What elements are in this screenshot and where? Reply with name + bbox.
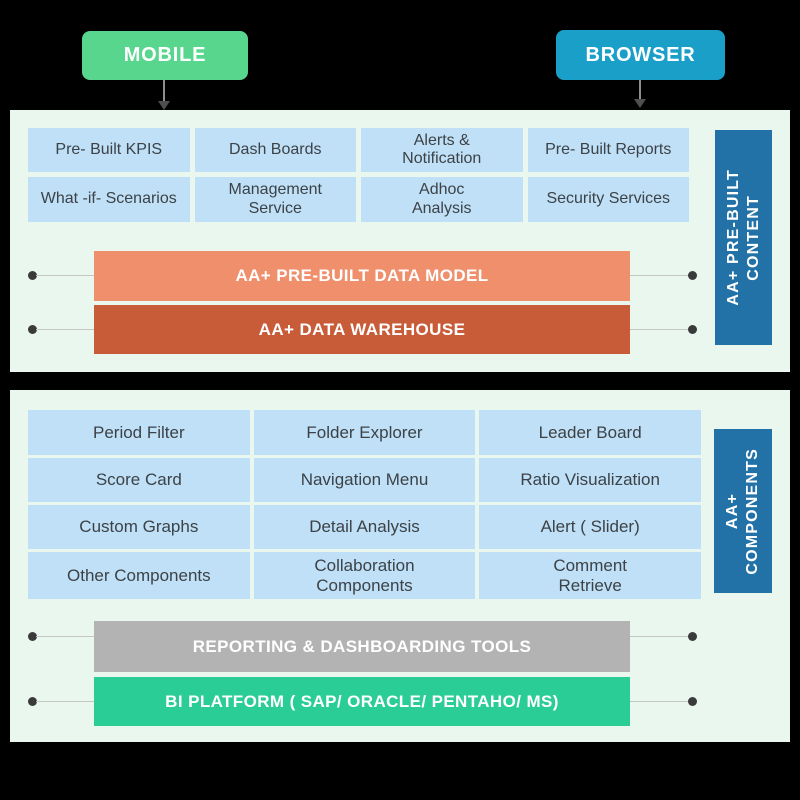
- arrow-down-icon: [158, 101, 170, 110]
- banner-text-line1: AA+: [724, 492, 741, 530]
- component-cell-period-filter[interactable]: Period Filter: [28, 410, 250, 455]
- banner-text-line2: CONTENT: [744, 194, 762, 281]
- connector-line: [36, 636, 94, 637]
- browser-button[interactable]: BROWSER: [556, 30, 725, 80]
- prebuilt-content-banner: AA+ PRE-BUILT CONTENT: [715, 130, 772, 345]
- components-grid: Period Filter Folder Explorer Leader Boa…: [28, 410, 701, 599]
- connector-dot: [28, 325, 37, 334]
- feature-cell-what-if-scenarios[interactable]: What -if- Scenarios: [28, 177, 190, 222]
- banner-text-line1: AA+ PRE-BUILT: [724, 169, 742, 306]
- feature-cell-adhoc-analysis[interactable]: Adhoc Analysis: [361, 177, 523, 222]
- connector-line: [36, 329, 94, 330]
- connector-dot: [688, 325, 697, 334]
- arrow-down-icon: [634, 99, 646, 108]
- mobile-button[interactable]: MOBILE: [82, 31, 248, 80]
- connector-dot: [28, 271, 37, 280]
- component-cell-comment-retrieve[interactable]: Comment Retrieve: [479, 552, 701, 599]
- feature-cell-alerts-notification[interactable]: Alerts & Notification: [361, 128, 523, 172]
- connector-line: [630, 636, 688, 637]
- connector-line: [630, 275, 688, 276]
- feature-cell-prebuilt-reports[interactable]: Pre- Built Reports: [527, 128, 689, 172]
- prebuilt-content-panel: Pre- Built KPIS Dash Boards Alerts & Not…: [10, 110, 790, 372]
- component-cell-folder-explorer[interactable]: Folder Explorer: [253, 410, 476, 455]
- feature-cell-dash-boards[interactable]: Dash Boards: [194, 128, 356, 172]
- component-cell-ratio-visualization[interactable]: Ratio Visualization: [479, 458, 701, 502]
- connector-dot: [688, 632, 697, 641]
- component-cell-collaboration-components[interactable]: Collaboration Components: [253, 552, 476, 599]
- reporting-tools-bar[interactable]: REPORTING & DASHBOARDING TOOLS: [94, 621, 630, 672]
- connector-line: [36, 701, 94, 702]
- connector-dot: [688, 271, 697, 280]
- connector-line: [36, 275, 94, 276]
- component-cell-other-components[interactable]: Other Components: [28, 552, 250, 599]
- feature-cell-management-service[interactable]: Management Service: [194, 177, 356, 222]
- components-banner: AA+ COMPONENTS: [714, 429, 772, 593]
- component-cell-leader-board[interactable]: Leader Board: [479, 410, 701, 455]
- feature-cell-prebuilt-kpis[interactable]: Pre- Built KPIS: [28, 128, 190, 172]
- component-cell-custom-graphs[interactable]: Custom Graphs: [28, 505, 250, 549]
- connector-dot: [28, 697, 37, 706]
- connector-dot: [28, 632, 37, 641]
- browser-connector-line: [639, 80, 641, 100]
- component-cell-score-card[interactable]: Score Card: [28, 458, 250, 502]
- component-cell-navigation-menu[interactable]: Navigation Menu: [253, 458, 476, 502]
- bi-platform-bar[interactable]: BI PLATFORM ( SAP/ ORACLE/ PENTAHO/ MS): [94, 677, 630, 726]
- component-cell-detail-analysis[interactable]: Detail Analysis: [253, 505, 476, 549]
- components-panel: Period Filter Folder Explorer Leader Boa…: [10, 390, 790, 742]
- connector-line: [630, 701, 688, 702]
- prebuilt-feature-grid: Pre- Built KPIS Dash Boards Alerts & Not…: [28, 128, 689, 222]
- data-warehouse-bar[interactable]: AA+ DATA WAREHOUSE: [94, 305, 630, 354]
- mobile-connector-line: [163, 80, 165, 102]
- banner-text-line2: COMPONENTS: [744, 447, 761, 575]
- connector-dot: [688, 697, 697, 706]
- data-model-bar[interactable]: AA+ PRE-BUILT DATA MODEL: [94, 251, 630, 301]
- feature-cell-security-services[interactable]: Security Services: [527, 177, 689, 222]
- component-cell-alert-slider[interactable]: Alert ( Slider): [479, 505, 701, 549]
- connector-line: [630, 329, 688, 330]
